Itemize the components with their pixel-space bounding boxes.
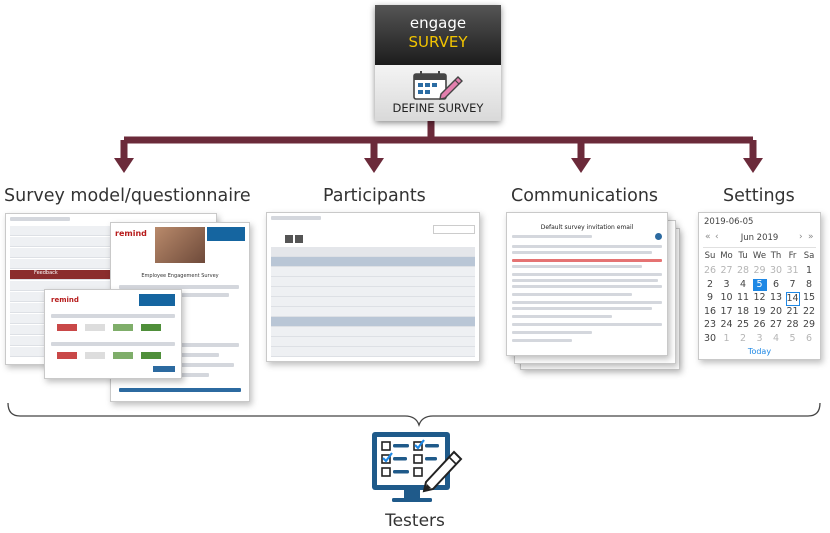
email-template-title: Default survey invitation email <box>540 224 634 231</box>
calendar-day[interactable]: 4 <box>772 332 780 344</box>
card-photo <box>155 227 205 263</box>
highlighted-row-label: Feedback <box>34 270 58 276</box>
testers-monitor-icon <box>372 432 463 502</box>
calendar-day[interactable]: 2 <box>739 332 747 344</box>
calendar-day[interactable]: 9 <box>706 292 714 303</box>
calendar-next-year-icon[interactable]: » <box>808 232 814 242</box>
define-survey-label: DEFINE SURVEY <box>392 101 484 115</box>
testers-brace <box>7 402 821 428</box>
calendar-weekday: Th <box>770 251 782 261</box>
branch-label-participants: Participants <box>323 186 426 206</box>
calendar-day[interactable]: 15 <box>802 292 816 303</box>
acme-logo <box>207 227 245 241</box>
arrowhead-participants <box>364 158 384 173</box>
calendar-day[interactable]: 28 <box>786 319 799 330</box>
calendar-prev-year-icon[interactable]: « <box>705 232 711 242</box>
calendar-day[interactable]: 2 <box>706 278 714 290</box>
participants-screenshot <box>266 212 480 362</box>
calendar-day[interactable]: 11 <box>736 292 750 303</box>
calendar-day[interactable]: 20 <box>769 305 783 317</box>
survey-rating-screenshot: remind <box>44 289 182 379</box>
calendar-day[interactable]: 30 <box>769 265 783 276</box>
branch-label-communications: Communications <box>511 186 659 206</box>
arrowhead-communications <box>571 158 591 173</box>
calendar-day[interactable]: 23 <box>703 319 717 330</box>
calendar-month-label: Jun 2019 <box>740 233 779 243</box>
calendar-day[interactable]: 27 <box>720 265 733 276</box>
calendar-weekday: Fr <box>788 251 797 261</box>
calendar-date-field[interactable]: 2019-06-05 <box>704 217 754 227</box>
arrowhead-survey <box>114 158 134 173</box>
calendar-day[interactable]: 6 <box>805 332 813 344</box>
engage-label: engage <box>409 14 467 32</box>
calendar-day[interactable]: 1 <box>805 265 813 276</box>
calendar-day[interactable]: 3 <box>723 278 730 290</box>
branch-label-survey-model: Survey model/questionnaire <box>4 186 251 206</box>
calendar-today-button[interactable]: Today <box>747 347 772 356</box>
calendar-weekday: Mo <box>720 251 733 261</box>
calendar-day[interactable]: 17 <box>720 305 733 317</box>
calendar-day[interactable]: 1 <box>723 332 730 344</box>
calendar-weekday: Su <box>704 251 716 261</box>
calendar-day[interactable]: 8 <box>805 278 813 290</box>
calendar-day[interactable]: 29 <box>802 319 816 330</box>
calendar-day[interactable]: 22 <box>802 305 816 317</box>
calendar-day[interactable]: 18 <box>736 305 750 317</box>
calendar-day-selected[interactable]: 5 <box>752 278 767 291</box>
calendar-day[interactable]: 28 <box>736 265 750 276</box>
calendar-day[interactable]: 12 <box>753 292 766 303</box>
calendar-day-today[interactable]: 14 <box>785 292 800 306</box>
calendar-day[interactable]: 7 <box>789 278 796 290</box>
calendar-next-month-icon[interactable]: › <box>799 232 803 242</box>
calendar-day[interactable]: 3 <box>756 332 763 344</box>
calendar-day[interactable]: 31 <box>786 265 799 276</box>
calendar-day[interactable]: 24 <box>720 319 733 330</box>
calendar-day[interactable]: 26 <box>753 319 766 330</box>
calendar-day[interactable]: 21 <box>786 305 799 317</box>
calendar-day[interactable]: 25 <box>736 319 750 330</box>
calendar-day[interactable]: 19 <box>753 305 766 317</box>
calendar-weekday: Sa <box>803 251 815 261</box>
testers-label: Testers <box>385 511 445 531</box>
branch-label-settings: Settings <box>723 186 795 206</box>
calendar-day[interactable]: 10 <box>720 292 733 303</box>
calendar-day[interactable]: 26 <box>703 265 717 276</box>
engage-survey-header <box>375 5 501 65</box>
communications-screenshot: Default survey invitation email <box>506 212 668 356</box>
calendar-day[interactable]: 5 <box>789 332 796 344</box>
calendar-day[interactable]: 30 <box>703 332 717 344</box>
calendar-pen-icon <box>413 71 463 100</box>
calendar-prev-month-icon[interactable]: ‹ <box>715 232 719 242</box>
arrowhead-settings <box>743 158 763 173</box>
calendar-day[interactable]: 29 <box>753 265 766 276</box>
remindsoft-logo: remind <box>115 229 147 238</box>
calendar-weekday: We <box>752 251 767 261</box>
calendar-day[interactable]: 27 <box>769 319 783 330</box>
define-survey-box[interactable]: engage SURVEY DEFINE SURVEY <box>375 5 501 121</box>
survey-card-title: Employee Engagement Survey <box>141 273 219 279</box>
calendar-day[interactable]: 13 <box>769 292 783 303</box>
calendar-day[interactable]: 16 <box>703 305 717 317</box>
calendar-day[interactable]: 6 <box>772 278 780 290</box>
calendar-weekday: Tu <box>738 251 748 261</box>
survey-label: SURVEY <box>408 33 468 51</box>
calendar-day[interactable]: 4 <box>739 278 747 290</box>
